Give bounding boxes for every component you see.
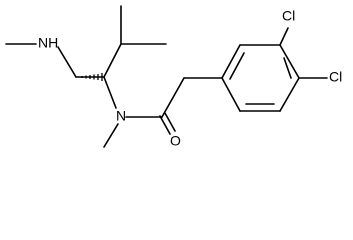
bond-carbonyl-oxygen-1	[159, 115, 171, 135]
bond-amide-n-methyl	[103, 123, 119, 148]
bond-stereocenter-amide-n	[103, 76, 117, 109]
chemical-structure-diagram: NH N O Cl Cl	[5, 5, 342, 149]
bond-nh-ch2	[57, 46, 77, 78]
ring-double-bond-a	[229, 52, 245, 80]
ring-bond-3	[279, 44, 300, 79]
ring-double-bond-b	[283, 57, 292, 79]
hashed-wedge-bond	[81, 73, 103, 81]
chlorine-top-label: Cl	[282, 8, 295, 24]
bond-carbonyl-ch2	[161, 77, 185, 118]
ring-bond-1	[221, 44, 241, 79]
bond-stereocenter-isopropyl	[103, 43, 122, 78]
amine-nh-label: NH	[38, 35, 58, 51]
carbonyl-o-label: O	[170, 133, 181, 149]
bond-carbonyl-oxygen-2	[164, 112, 176, 132]
bond-ring-cl-top	[279, 27, 289, 46]
chlorine-right-label: Cl	[329, 69, 342, 85]
ring-bond-6	[221, 77, 241, 112]
amide-n-label: N	[116, 108, 126, 124]
ring-bond-4	[279, 77, 300, 112]
